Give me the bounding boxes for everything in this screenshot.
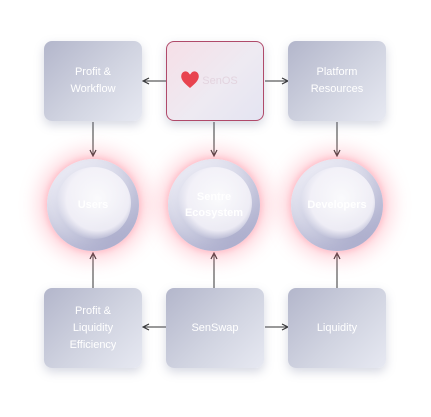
senos-label: SenOS — [202, 74, 238, 87]
profit-liquidity-efficiency-box: Profit & Liquidity Efficiency — [44, 288, 142, 368]
liquidity-label: Liquidity — [316, 321, 358, 334]
developers-sphere: Developers — [291, 159, 383, 251]
developers-label: Developers — [307, 199, 367, 211]
sentre-ecosystem-sphere: Sentre Ecosystem — [168, 159, 260, 251]
profit-workflow-box: Profit & Workflow — [44, 41, 142, 121]
users-sphere: Users — [47, 159, 139, 251]
platform-resources-box: Platform Resources — [288, 41, 386, 121]
users-label: Users — [77, 199, 109, 211]
liquidity-box: Liquidity — [288, 288, 386, 368]
platform-resources-label: Platform Resources — [310, 66, 364, 95]
senswap-label: SenSwap — [191, 321, 239, 334]
profit-liquidity-efficiency-label: Profit & Liquidity Efficiency — [69, 304, 117, 351]
senos-box: SenOS — [166, 41, 264, 121]
heart-icon — [181, 71, 199, 88]
senswap-box: SenSwap — [166, 288, 264, 368]
sentre-ecosystem-label: Sentre Ecosystem — [184, 191, 244, 219]
profit-workflow-label: Profit & Workflow — [70, 66, 116, 95]
